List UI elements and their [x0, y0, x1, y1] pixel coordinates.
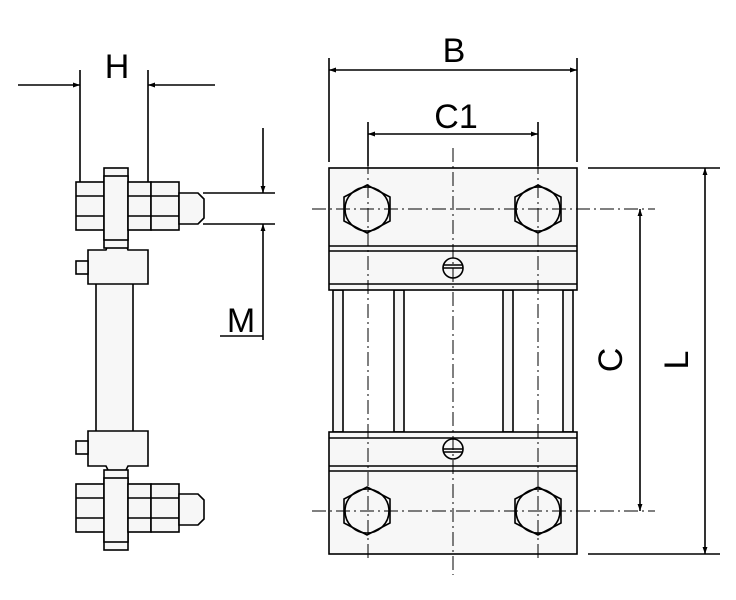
dimension-h	[18, 70, 215, 182]
dimension-b	[328, 58, 578, 162]
side-upper-screw	[75, 260, 89, 275]
dimension-label-b: B	[443, 32, 466, 70]
dimension-label-l: L	[658, 351, 696, 370]
side-lower-bolt	[75, 469, 205, 551]
side-upper-bolt	[75, 167, 205, 249]
side-lower-screw	[75, 440, 89, 455]
front-view: B C1	[312, 32, 720, 575]
side-shaft	[95, 282, 134, 434]
dimension-m	[203, 128, 275, 340]
dimension-label-c1: C1	[434, 98, 477, 136]
dimension-label-m: M	[227, 302, 255, 340]
dimension-c1	[367, 122, 539, 166]
dimension-label-h: H	[105, 48, 130, 86]
side-view: H M	[18, 48, 275, 551]
side-lower-block	[87, 430, 149, 475]
front-centerlines	[312, 148, 655, 575]
dimension-l	[588, 167, 720, 555]
dimension-label-c: C	[592, 348, 630, 373]
